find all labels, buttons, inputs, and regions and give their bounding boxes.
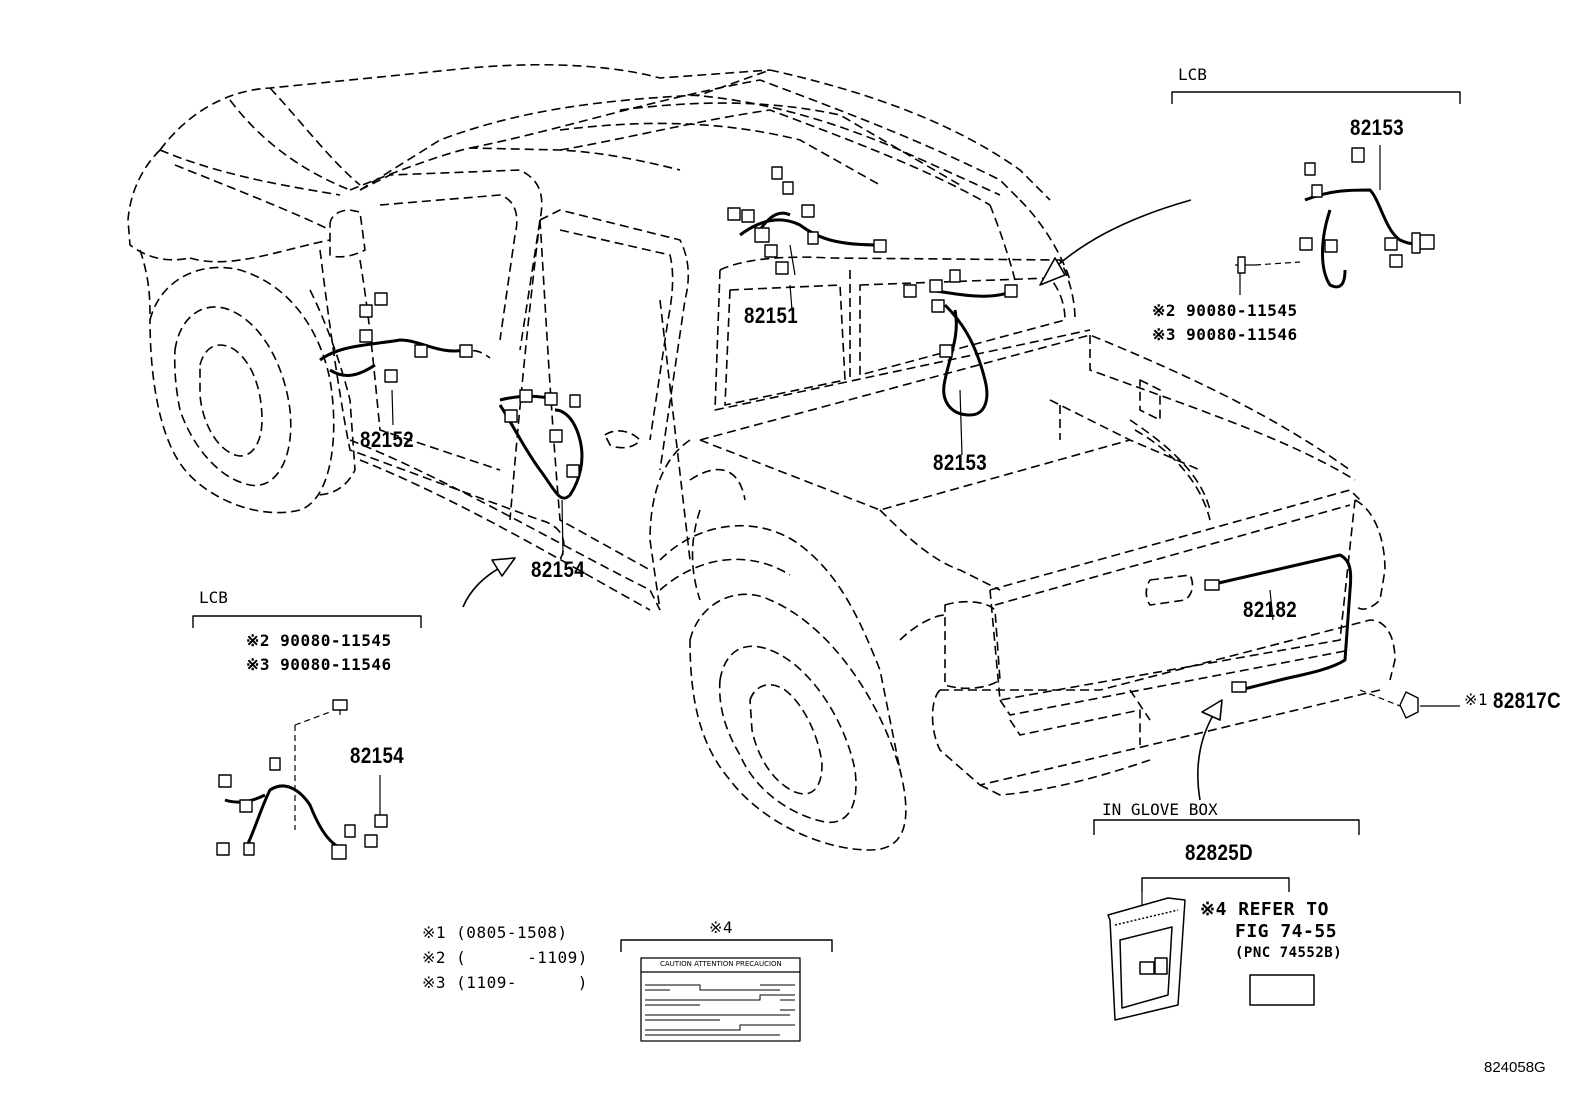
footnote-2: ※2 ( -1109) bbox=[422, 948, 588, 967]
label-lcb-left: LCB bbox=[199, 588, 228, 607]
refer-line-2: FIG 74-55 bbox=[1235, 921, 1338, 942]
group-brackets bbox=[192, 91, 1461, 952]
label-82151: 82151 bbox=[744, 303, 799, 328]
truck-outline bbox=[127, 63, 1396, 851]
footnote-1: ※1 (0805-1508) bbox=[422, 923, 568, 942]
bolt-left-line-2: ※3 90080-11546 bbox=[246, 655, 392, 674]
callout-arrows bbox=[462, 199, 1223, 801]
bolt-left-line-1: ※2 90080-11545 bbox=[246, 631, 392, 650]
caution-label bbox=[640, 957, 801, 1042]
bolt-top-line-2: ※3 90080-11546 bbox=[1152, 325, 1298, 344]
figure-id: 824058G bbox=[1484, 1059, 1546, 1076]
label-82817c: 82817C bbox=[1493, 688, 1562, 713]
label-82825d: 82825D bbox=[1185, 840, 1254, 865]
repair-bag bbox=[1107, 897, 1315, 1021]
label-82153-detail: 82153 bbox=[1350, 115, 1405, 140]
label-in-glove-box: IN GLOVE BOX bbox=[1102, 800, 1218, 819]
label-lcb-top: LCB bbox=[1178, 65, 1207, 84]
label-82153-body: 82153 bbox=[933, 450, 988, 475]
label-82154-body: 82154 bbox=[531, 557, 586, 582]
label-82182: 82182 bbox=[1243, 597, 1298, 622]
label-82152: 82152 bbox=[360, 427, 415, 452]
label-82817c-mark: ※1 bbox=[1464, 690, 1489, 709]
footnote-3: ※3 (1109- ) bbox=[422, 973, 588, 992]
label-note-4: ※4 bbox=[709, 918, 734, 937]
bolt-top-line-1: ※2 90080-11545 bbox=[1152, 301, 1298, 320]
label-82154-detail: 82154 bbox=[350, 743, 405, 768]
refer-line-3: (PNC 74552B) bbox=[1235, 945, 1343, 961]
caution-label-text: CAUTION ATTENTION PRECAUCION bbox=[660, 960, 782, 968]
refer-line-1: ※4 REFER TO bbox=[1200, 899, 1329, 920]
harness-wires bbox=[224, 145, 1460, 905]
connectors bbox=[216, 147, 1435, 860]
